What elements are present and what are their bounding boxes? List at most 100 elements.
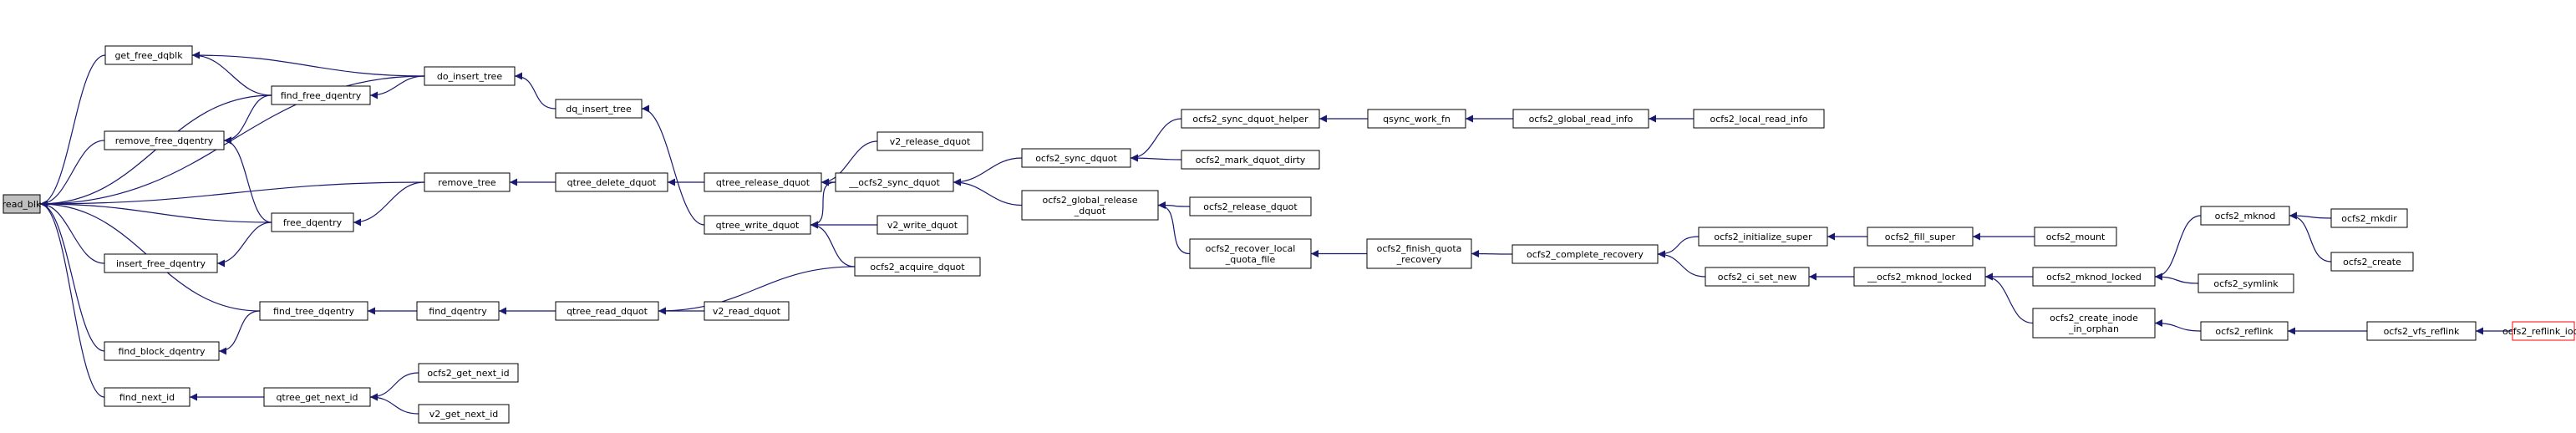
node-label: qsync_work_fn	[1383, 114, 1451, 125]
node-read-blk[interactable]: read_blk	[3, 194, 42, 214]
node-ocfs2-reflink[interactable]: ocfs2_reflink	[2200, 321, 2289, 341]
node-box	[555, 301, 659, 321]
node-find-dqentry[interactable]: find_dqentry	[416, 301, 500, 321]
node-ocfs2-global-release-dquot[interactable]: ocfs2_global_release_dquot	[1021, 190, 1159, 221]
node-label: _quota_file	[1225, 254, 1276, 265]
node-ocfs2-symlink[interactable]: ocfs2_symlink	[2197, 273, 2294, 293]
node-label: v2_write_dquot	[887, 220, 958, 231]
node-v2-get-next-id[interactable]: v2_get_next_id	[418, 404, 510, 424]
node-label: do_insert_tree	[437, 71, 502, 82]
node-box	[1512, 244, 1659, 264]
node-ocfs2-mknod-locked[interactable]: ocfs2_mknod_locked	[2032, 267, 2156, 287]
node-ocfs2-mark-dquot-dirty[interactable]: ocfs2_mark_dquot_dirty	[1181, 150, 1320, 170]
node-qsync-work-fn[interactable]: qsync_work_fn	[1367, 109, 1466, 129]
node-label: find_free_dqentry	[281, 90, 362, 101]
node-free-dqentry[interactable]: free_dqentry	[271, 212, 354, 232]
node-qtree-get-next-id[interactable]: qtree_get_next_id	[263, 387, 371, 407]
edge-remove-free-dqentry-to-read-blk	[39, 140, 105, 208]
node-ocfs2-vfs-reflink[interactable]: ocfs2_vfs_reflink	[2366, 321, 2477, 341]
node-ocfs2-mknod-locked[interactable]: __ocfs2_mknod_locked	[1853, 267, 1986, 287]
node-do-insert-tree[interactable]: do_insert_tree	[424, 66, 516, 86]
node-label: ocfs2_fill_super	[1885, 232, 1956, 242]
node-label: ocfs2_complete_recovery	[1527, 249, 1644, 260]
node-ocfs2-complete-recovery[interactable]: ocfs2_complete_recovery	[1512, 244, 1659, 264]
node-box	[104, 387, 191, 407]
node-find-next-id[interactable]: find_next_id	[104, 387, 191, 407]
node-label: ocfs2_release_dquot	[1203, 201, 1298, 212]
node-ocfs2-fill-super[interactable]: ocfs2_fill_super	[1867, 227, 1974, 247]
node-label: find_tree_dqentry	[273, 306, 355, 317]
node-ocfs2-global-read-info[interactable]: ocfs2_global_read_info	[1512, 109, 1649, 129]
node-find-free-dqentry[interactable]: find_free_dqentry	[271, 85, 371, 105]
node-ocfs2-initialize-super[interactable]: ocfs2_initialize_super	[1698, 227, 1828, 247]
node-qtree-delete-dquot[interactable]: qtree_delete_dquot	[555, 172, 668, 192]
node-box	[2512, 321, 2575, 341]
node-remove-free-dqentry[interactable]: remove_free_dqentry	[104, 130, 225, 150]
node-v2-read-dquot[interactable]: v2_read_dquot	[704, 301, 790, 321]
node-ocfs2-release-dquot[interactable]: ocfs2_release_dquot	[1189, 196, 1312, 216]
node-ocfs2-ci-set-new[interactable]: ocfs2_ci_set_new	[1705, 267, 1810, 287]
node-label: get_free_dqblk	[114, 50, 183, 61]
node-ocfs2-mknod[interactable]: ocfs2_mknod	[2200, 206, 2290, 226]
node-box	[1853, 267, 1986, 287]
node-ocfs2-finish-quota-recovery[interactable]: ocfs2_finish_quota_recovery	[1366, 238, 1472, 269]
node-box	[2200, 206, 2290, 226]
node-label: remove_free_dqentry	[115, 135, 214, 146]
node-label: ocfs2_finish_quota	[1377, 243, 1462, 254]
edge-ocfs2-mknod-to-ocfs2-mknod-locked	[2154, 215, 2202, 281]
node-remove-tree[interactable]: remove_tree	[424, 172, 511, 192]
node-label: __ocfs2_sync_dquot	[848, 177, 940, 188]
node-qtree-read-dquot[interactable]: qtree_read_dquot	[555, 301, 659, 321]
node-find-tree-dqentry[interactable]: find_tree_dqentry	[259, 301, 368, 321]
node-label: ocfs2_ci_set_new	[1718, 272, 1797, 283]
node-dq-insert-tree[interactable]: dq_insert_tree	[555, 99, 643, 119]
edge-ocfs2-complete-recovery-to-ocfs2-finish-quota-recovery	[1471, 250, 1513, 258]
node-box	[1693, 109, 1825, 129]
node-box	[1366, 238, 1472, 269]
edge-ocfs2-symlink-to-ocfs2-mknod-locked	[2154, 273, 2199, 284]
node-label: ocfs2_global_release	[1042, 195, 1137, 206]
node-qtree-write-dquot[interactable]: qtree_write_dquot	[704, 215, 811, 235]
node-label: ocfs2_vfs_reflink	[2384, 326, 2460, 337]
node-label: ocfs2_reflink	[2215, 326, 2274, 337]
node-qtree-release-dquot[interactable]: qtree_release_dquot	[704, 172, 822, 192]
edge-ocfs2-mark-dquot-dirty-to-ocfs2-sync-dquot	[1130, 154, 1182, 162]
node-label: ocfs2_mknod	[2215, 211, 2276, 222]
node-label: v2_read_dquot	[713, 306, 781, 317]
node-insert-free-dqentry[interactable]: insert_free_dqentry	[104, 253, 218, 273]
node-label: ocfs2_local_read_info	[1710, 114, 1808, 125]
node-ocfs2-acquire-dquot[interactable]: ocfs2_acquire_dquot	[854, 257, 981, 277]
node-box	[854, 257, 981, 277]
node-label: _in_orphan	[2068, 323, 2119, 334]
node-ocfs2-get-next-id[interactable]: ocfs2_get_next_id	[418, 363, 519, 383]
edge-find-block-dqentry-to-read-blk	[39, 200, 105, 352]
node-ocfs2-sync-dquot-helper[interactable]: ocfs2_sync_dquot_helper	[1181, 109, 1320, 129]
node-ocfs2-sync-dquot[interactable]: __ocfs2_sync_dquot	[835, 172, 954, 192]
edge-dq-insert-tree-to-do-insert-tree	[514, 72, 556, 110]
node-label: insert_free_dqentry	[116, 258, 206, 269]
node-label: v2_release_dquot	[890, 136, 971, 147]
node-ocfs2-recover-local-quota-file[interactable]: ocfs2_recover_local_quota_file	[1189, 238, 1312, 269]
node-find-block-dqentry[interactable]: find_block_dqentry	[104, 341, 220, 361]
node-ocfs2-create[interactable]: ocfs2_create	[2330, 252, 2414, 272]
node-box	[418, 363, 519, 383]
node-ocfs2-mount[interactable]: ocfs2_mount	[2034, 227, 2117, 247]
node-ocfs2-local-read-info[interactable]: ocfs2_local_read_info	[1693, 109, 1825, 129]
node-ocfs2-create-inode-in-orphan[interactable]: ocfs2_create_inode_in_orphan	[2032, 308, 2156, 339]
node-label: ocfs2_mount	[2046, 232, 2106, 242]
edge-find-tree-dqentry-to-find-block-dqentry	[218, 310, 261, 355]
node-ocfs2-sync-dquot[interactable]: ocfs2_sync_dquot	[1021, 148, 1131, 168]
node-v2-release-dquot[interactable]: v2_release_dquot	[876, 131, 983, 151]
node-box	[876, 215, 968, 235]
node-ocfs2-mkdir[interactable]: ocfs2_mkdir	[2330, 208, 2408, 228]
edge-insert-free-dqentry-to-read-blk	[39, 200, 105, 264]
node-label: ocfs2_get_next_id	[427, 368, 509, 379]
node-label: v2_get_next_id	[429, 409, 498, 420]
node-get-free-dqblk[interactable]: get_free_dqblk	[104, 45, 193, 65]
edge-get-free-dqblk-to-read-blk	[39, 54, 106, 208]
node-box	[876, 131, 983, 151]
node-label: read_blk	[3, 199, 42, 210]
node-v2-write-dquot[interactable]: v2_write_dquot	[876, 215, 968, 235]
node-ocfs2-reflink-ioctl[interactable]: ocfs2_reflink_ioctl	[2502, 321, 2576, 341]
